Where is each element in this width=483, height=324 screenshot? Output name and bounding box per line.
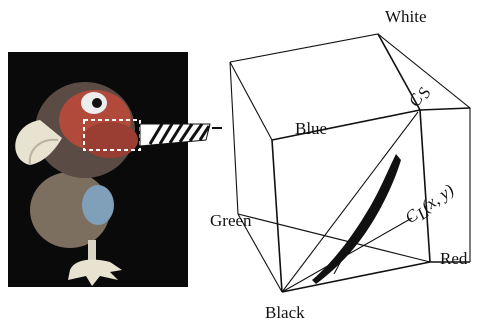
label-cl: C L (x, y)	[401, 180, 458, 227]
label-red: Red	[440, 249, 468, 268]
label-white: White	[385, 7, 427, 26]
svg-text:(x, y): (x, y)	[418, 180, 458, 216]
hatched-connector	[139, 123, 222, 147]
label-black: Black	[265, 303, 305, 322]
label-green: Green	[210, 211, 252, 230]
label-cs: C S	[405, 84, 435, 110]
rgb-cube	[229, 33, 471, 293]
photo-panel	[8, 52, 188, 287]
cs-axis-line	[281, 111, 419, 293]
label-blue: Blue	[295, 119, 327, 138]
pixel-cluster	[312, 154, 401, 284]
